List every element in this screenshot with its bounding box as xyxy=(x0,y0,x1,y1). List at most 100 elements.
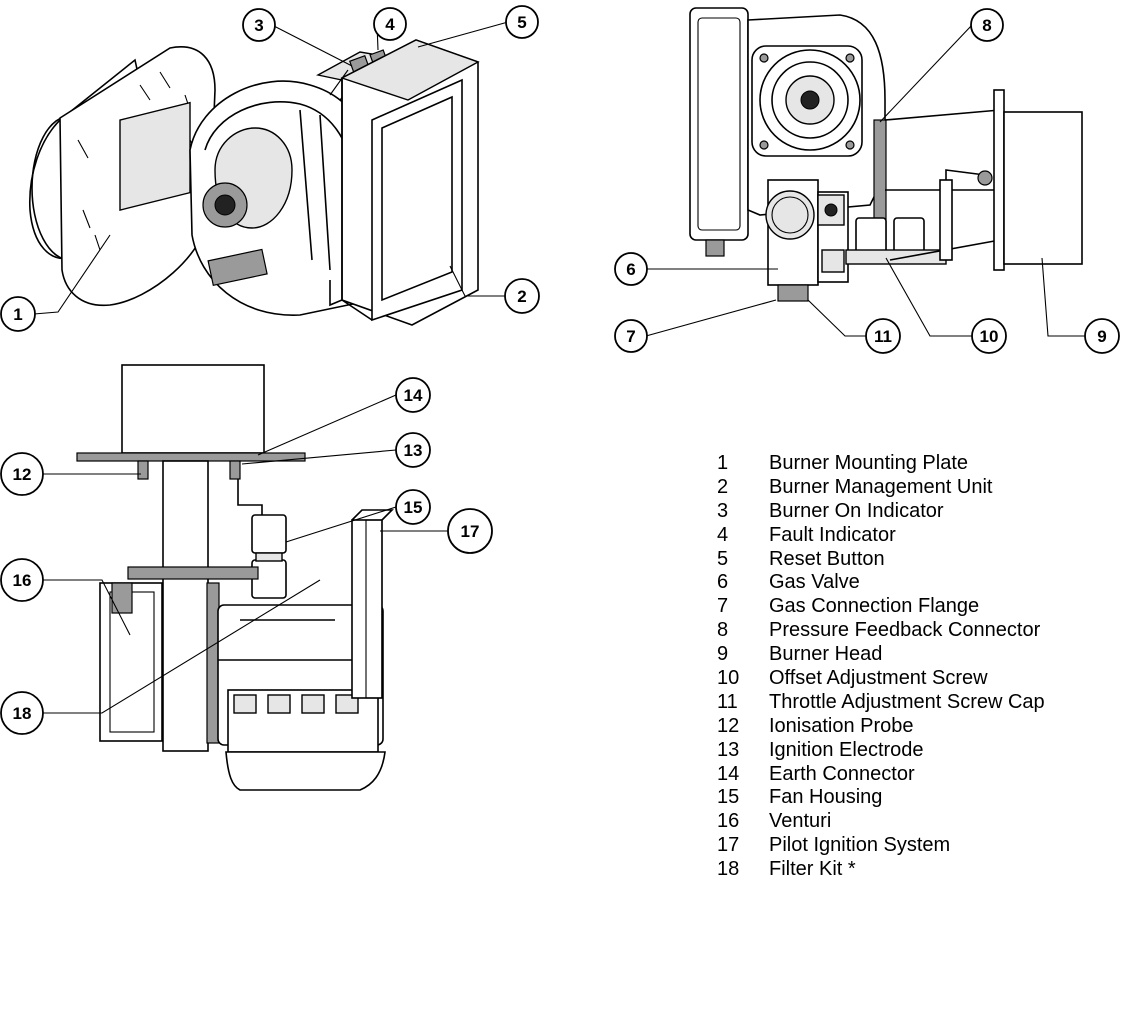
callout-number: 4 xyxy=(385,15,395,34)
legend-item: 6 Gas Valve xyxy=(717,571,1142,595)
legend-number: 16 xyxy=(717,810,740,833)
callout-circle xyxy=(504,278,540,314)
legend-number: 18 xyxy=(717,858,740,881)
callout-circle xyxy=(614,252,648,286)
legend-label: Burner Mounting Plate xyxy=(769,452,969,474)
callout-circle xyxy=(0,691,44,735)
callout-number: 5 xyxy=(517,13,526,32)
callout-circle xyxy=(395,377,431,413)
callout-circle xyxy=(373,7,407,41)
callout-number: 8 xyxy=(982,16,991,35)
callout-number: 15 xyxy=(404,498,423,517)
callout-circle xyxy=(395,489,431,525)
callout-15: 15 xyxy=(395,489,431,525)
callout-circle xyxy=(0,296,36,332)
legend-label: Earth Connector xyxy=(769,762,915,785)
legend-label: Throttle Adjustment Screw Cap xyxy=(769,690,1045,713)
legend-item: 15 Fan Housing xyxy=(717,786,1142,810)
legend-number: 15 xyxy=(717,786,740,809)
legend-item: 17 Pilot Ignition System xyxy=(717,834,1142,858)
lower-control-box-drawing xyxy=(217,604,386,791)
callout-3: 3 xyxy=(242,8,276,42)
legend-label: Pilot Ignition System xyxy=(769,834,951,857)
callout-circle xyxy=(395,432,431,468)
legend-number: 7 xyxy=(717,595,729,618)
side-burner-head-drawing xyxy=(993,89,1083,271)
callout-13: 13 xyxy=(395,432,431,468)
legend-item: 18 Filter Kit * xyxy=(717,858,1142,882)
legend-label: Gas Connection Flange xyxy=(769,595,980,618)
lower-flange-drawing xyxy=(127,566,259,580)
callout-number: 9 xyxy=(1097,327,1106,346)
callout-number: 17 xyxy=(461,522,480,541)
legend-label: Ignition Electrode xyxy=(769,738,924,761)
callout-number: 6 xyxy=(626,260,635,279)
legend-number: 9 xyxy=(717,643,729,666)
legend-label: Fault Indicator xyxy=(769,523,896,546)
callout-circle xyxy=(0,558,44,602)
legend-label: Filter Kit * xyxy=(769,858,856,881)
legend-number: 8 xyxy=(717,619,729,642)
legend-label: Gas Valve xyxy=(769,571,860,594)
legend-number: 3 xyxy=(717,499,729,522)
callout-number: 14 xyxy=(404,386,423,405)
legend-label: Offset Adjustment Screw xyxy=(769,667,988,690)
legend-label: Burner Management Unit xyxy=(769,475,993,498)
callout-18: 18 xyxy=(0,691,44,735)
lower-valves-drawing xyxy=(251,514,287,599)
callout-7: 7 xyxy=(614,319,648,353)
callout-circle xyxy=(447,508,493,554)
legend-label: Fan Housing xyxy=(769,786,883,809)
side-bmu-drawing xyxy=(689,7,749,241)
callout-17: 17 xyxy=(447,508,493,554)
legend-item: 7 Gas Connection Flange xyxy=(717,595,1142,619)
legend-label: Ionisation Probe xyxy=(769,714,914,737)
gas-train-drawing xyxy=(845,109,1001,265)
isometric-view xyxy=(28,39,480,326)
legend-label: Venturi xyxy=(769,810,832,833)
callout-11: 11 xyxy=(865,318,901,354)
callout-16: 16 xyxy=(0,558,44,602)
callout-circle xyxy=(242,8,276,42)
callout-number: 3 xyxy=(254,16,263,35)
callout-9: 9 xyxy=(1084,318,1120,354)
legend-item: 4 Fault Indicator xyxy=(717,524,1142,548)
legend-number: 4 xyxy=(717,523,729,546)
parts-legend: 1 Burner Mounting Plate 2 Burner Management… xyxy=(717,452,1142,882)
lower-filter-kit-drawing xyxy=(351,509,394,699)
callout-12: 12 xyxy=(0,452,44,496)
callout-number: 10 xyxy=(980,327,999,346)
callout-number: 7 xyxy=(626,327,635,346)
callout-number: 1 xyxy=(13,305,22,324)
legend-number: 13 xyxy=(717,738,740,761)
callout-circle xyxy=(505,5,539,39)
legend-number: 12 xyxy=(717,714,740,737)
legend-number: 1 xyxy=(717,452,729,474)
callout-5: 5 xyxy=(505,5,539,39)
control-box-drawing xyxy=(329,39,480,326)
callout-circle xyxy=(865,318,901,354)
callout-circle xyxy=(970,8,1004,42)
callout-number: 18 xyxy=(13,704,32,723)
callout-circle xyxy=(614,319,648,353)
legend-item: 2 Burner Management Unit xyxy=(717,476,1142,500)
gas-valve-drawing xyxy=(765,179,849,302)
legend-number: 2 xyxy=(717,475,729,498)
legend-number: 17 xyxy=(717,834,740,857)
callout-circle xyxy=(1084,318,1120,354)
callout-number: 13 xyxy=(404,441,423,460)
legend-number: 6 xyxy=(717,571,729,594)
callout-2: 2 xyxy=(504,278,540,314)
callout-14: 14 xyxy=(395,377,431,413)
callout-circle xyxy=(0,452,44,496)
lower-view xyxy=(76,364,394,791)
callout-number: 11 xyxy=(874,327,892,346)
legend-label: Burner On Indicator xyxy=(769,499,944,522)
callout-number: 12 xyxy=(13,465,32,484)
